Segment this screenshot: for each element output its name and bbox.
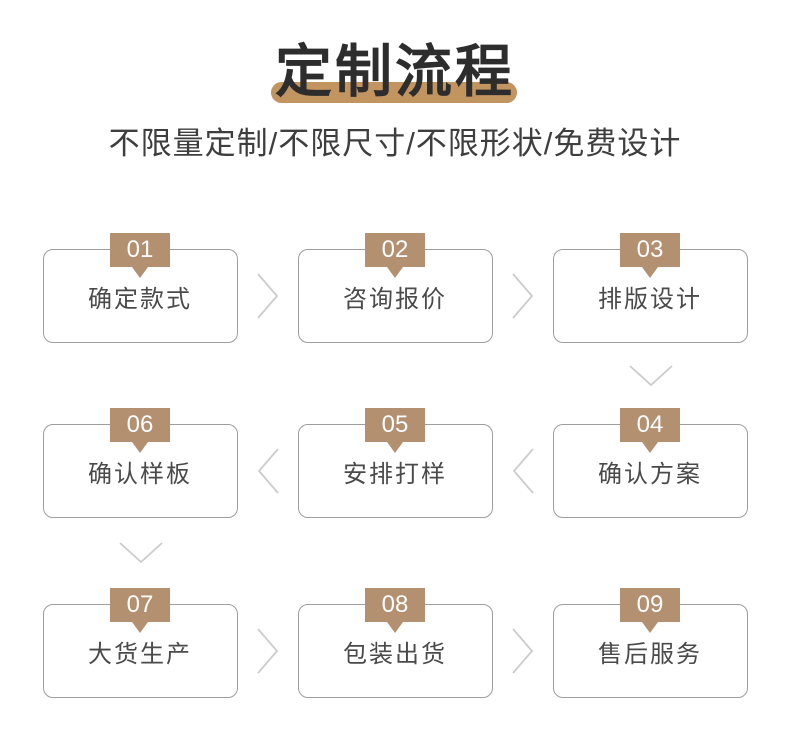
- step-number-badge: 03: [620, 233, 680, 267]
- connector: [493, 424, 553, 518]
- step-number-badge: 08: [365, 588, 425, 622]
- title-underline-accent: [271, 82, 517, 103]
- step-card-08: 08 包装出货: [297, 588, 493, 698]
- connector: [238, 249, 298, 343]
- chevron-left-icon: [512, 448, 534, 494]
- flow-row-2: 06 确认样板 05 安排打样 04 确认方案: [42, 408, 748, 518]
- connector-down-row1: [43, 343, 748, 408]
- connector-down-row2: [43, 518, 748, 588]
- connector: [238, 424, 298, 518]
- step-label: 大货生产: [88, 640, 192, 668]
- chevron-right-icon: [256, 273, 278, 319]
- flow-row-3: 07 大货生产 08 包装出货 09 售后服务: [42, 588, 748, 698]
- step-number-badge: 09: [620, 588, 680, 622]
- step-card-01: 01 确定款式: [42, 233, 238, 343]
- step-card-07: 07 大货生产: [42, 588, 238, 698]
- page-subtitle: 不限量定制/不限尺寸/不限形状/免费设计: [108, 126, 682, 161]
- connector: [238, 604, 298, 698]
- chevron-right-icon: [256, 628, 278, 674]
- step-label: 确定款式: [88, 285, 192, 313]
- step-label: 确认样板: [88, 460, 192, 488]
- step-card-04: 04 确认方案: [552, 408, 748, 518]
- step-number-badge: 01: [110, 233, 170, 267]
- step-label: 排版设计: [598, 285, 702, 313]
- step-card-03: 03 排版设计: [552, 233, 748, 343]
- step-card-02: 02 咨询报价: [297, 233, 493, 343]
- step-number-badge: 07: [110, 588, 170, 622]
- chevron-down-icon: [628, 364, 673, 386]
- page-title: 定制流程: [0, 44, 790, 103]
- chevron-down-icon: [118, 542, 163, 564]
- header: 定制流程 不限量定制/不限尺寸/不限形状/免费设计: [0, 0, 790, 163]
- step-number-badge: 04: [620, 408, 680, 442]
- step-label: 售后服务: [598, 640, 702, 668]
- step-card-05: 05 安排打样: [297, 408, 493, 518]
- chevron-right-icon: [511, 628, 533, 674]
- step-card-09: 09 售后服务: [552, 588, 748, 698]
- step-label: 安排打样: [343, 460, 447, 488]
- connector: [493, 249, 553, 343]
- step-number-badge: 02: [365, 233, 425, 267]
- step-label: 确认方案: [598, 460, 702, 488]
- process-flow-diagram: 01 确定款式 02 咨询报价 03 排版设计 06 确认样板 05: [42, 233, 748, 698]
- flow-row-1: 01 确定款式 02 咨询报价 03 排版设计: [42, 233, 748, 343]
- step-label: 咨询报价: [343, 285, 447, 313]
- page-title-text: 定制流程: [275, 40, 515, 104]
- chevron-right-icon: [511, 273, 533, 319]
- step-label: 包装出货: [343, 640, 447, 668]
- step-card-06: 06 确认样板: [42, 408, 238, 518]
- chevron-left-icon: [257, 448, 279, 494]
- step-number-badge: 06: [110, 408, 170, 442]
- connector: [493, 604, 553, 698]
- step-number-badge: 05: [365, 408, 425, 442]
